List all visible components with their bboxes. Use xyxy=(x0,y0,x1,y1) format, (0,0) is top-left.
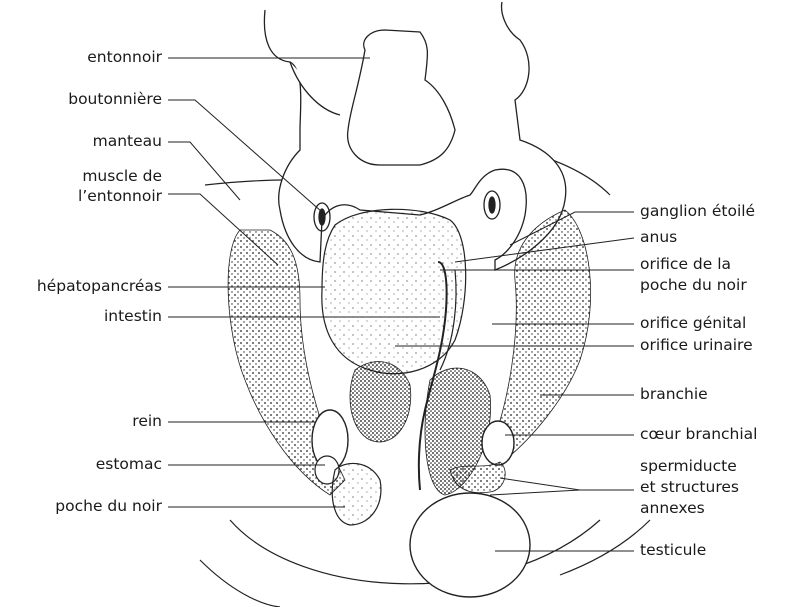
label-entonnoir: entonnoir xyxy=(87,48,162,66)
label-testicule: testicule xyxy=(640,541,706,559)
hepatopancreas xyxy=(322,209,466,373)
label-spermiducte: spermiducte et structures annexes xyxy=(640,456,739,519)
label-coeur-branchial: cœur branchial xyxy=(640,425,758,443)
label-hepatopancreas: hépatopancréas xyxy=(37,277,162,295)
label-intestin: intestin xyxy=(104,307,162,325)
testis xyxy=(410,493,530,597)
label-orifice-urinaire: orifice urinaire xyxy=(640,336,753,354)
label-manteau: manteau xyxy=(93,132,162,150)
label-boutonniere: boutonnière xyxy=(68,90,162,108)
central-mass-left xyxy=(350,362,411,442)
label-muscle-entonnoir: muscle de l’entonnoir xyxy=(78,166,162,206)
label-ganglion-etoile: ganglion étoilé xyxy=(640,202,755,220)
label-orifice-genital: orifice génital xyxy=(640,314,746,332)
stomach xyxy=(332,463,381,525)
label-anus: anus xyxy=(640,228,677,246)
label-orifice-poche-du-noir: orifice de la poche du noir xyxy=(640,254,747,296)
label-estomac: estomac xyxy=(96,455,162,473)
right-branchial-heart xyxy=(482,421,514,465)
label-rein: rein xyxy=(132,412,162,430)
label-poche-du-noir: poche du noir xyxy=(55,497,162,515)
label-branchie: branchie xyxy=(640,385,708,403)
